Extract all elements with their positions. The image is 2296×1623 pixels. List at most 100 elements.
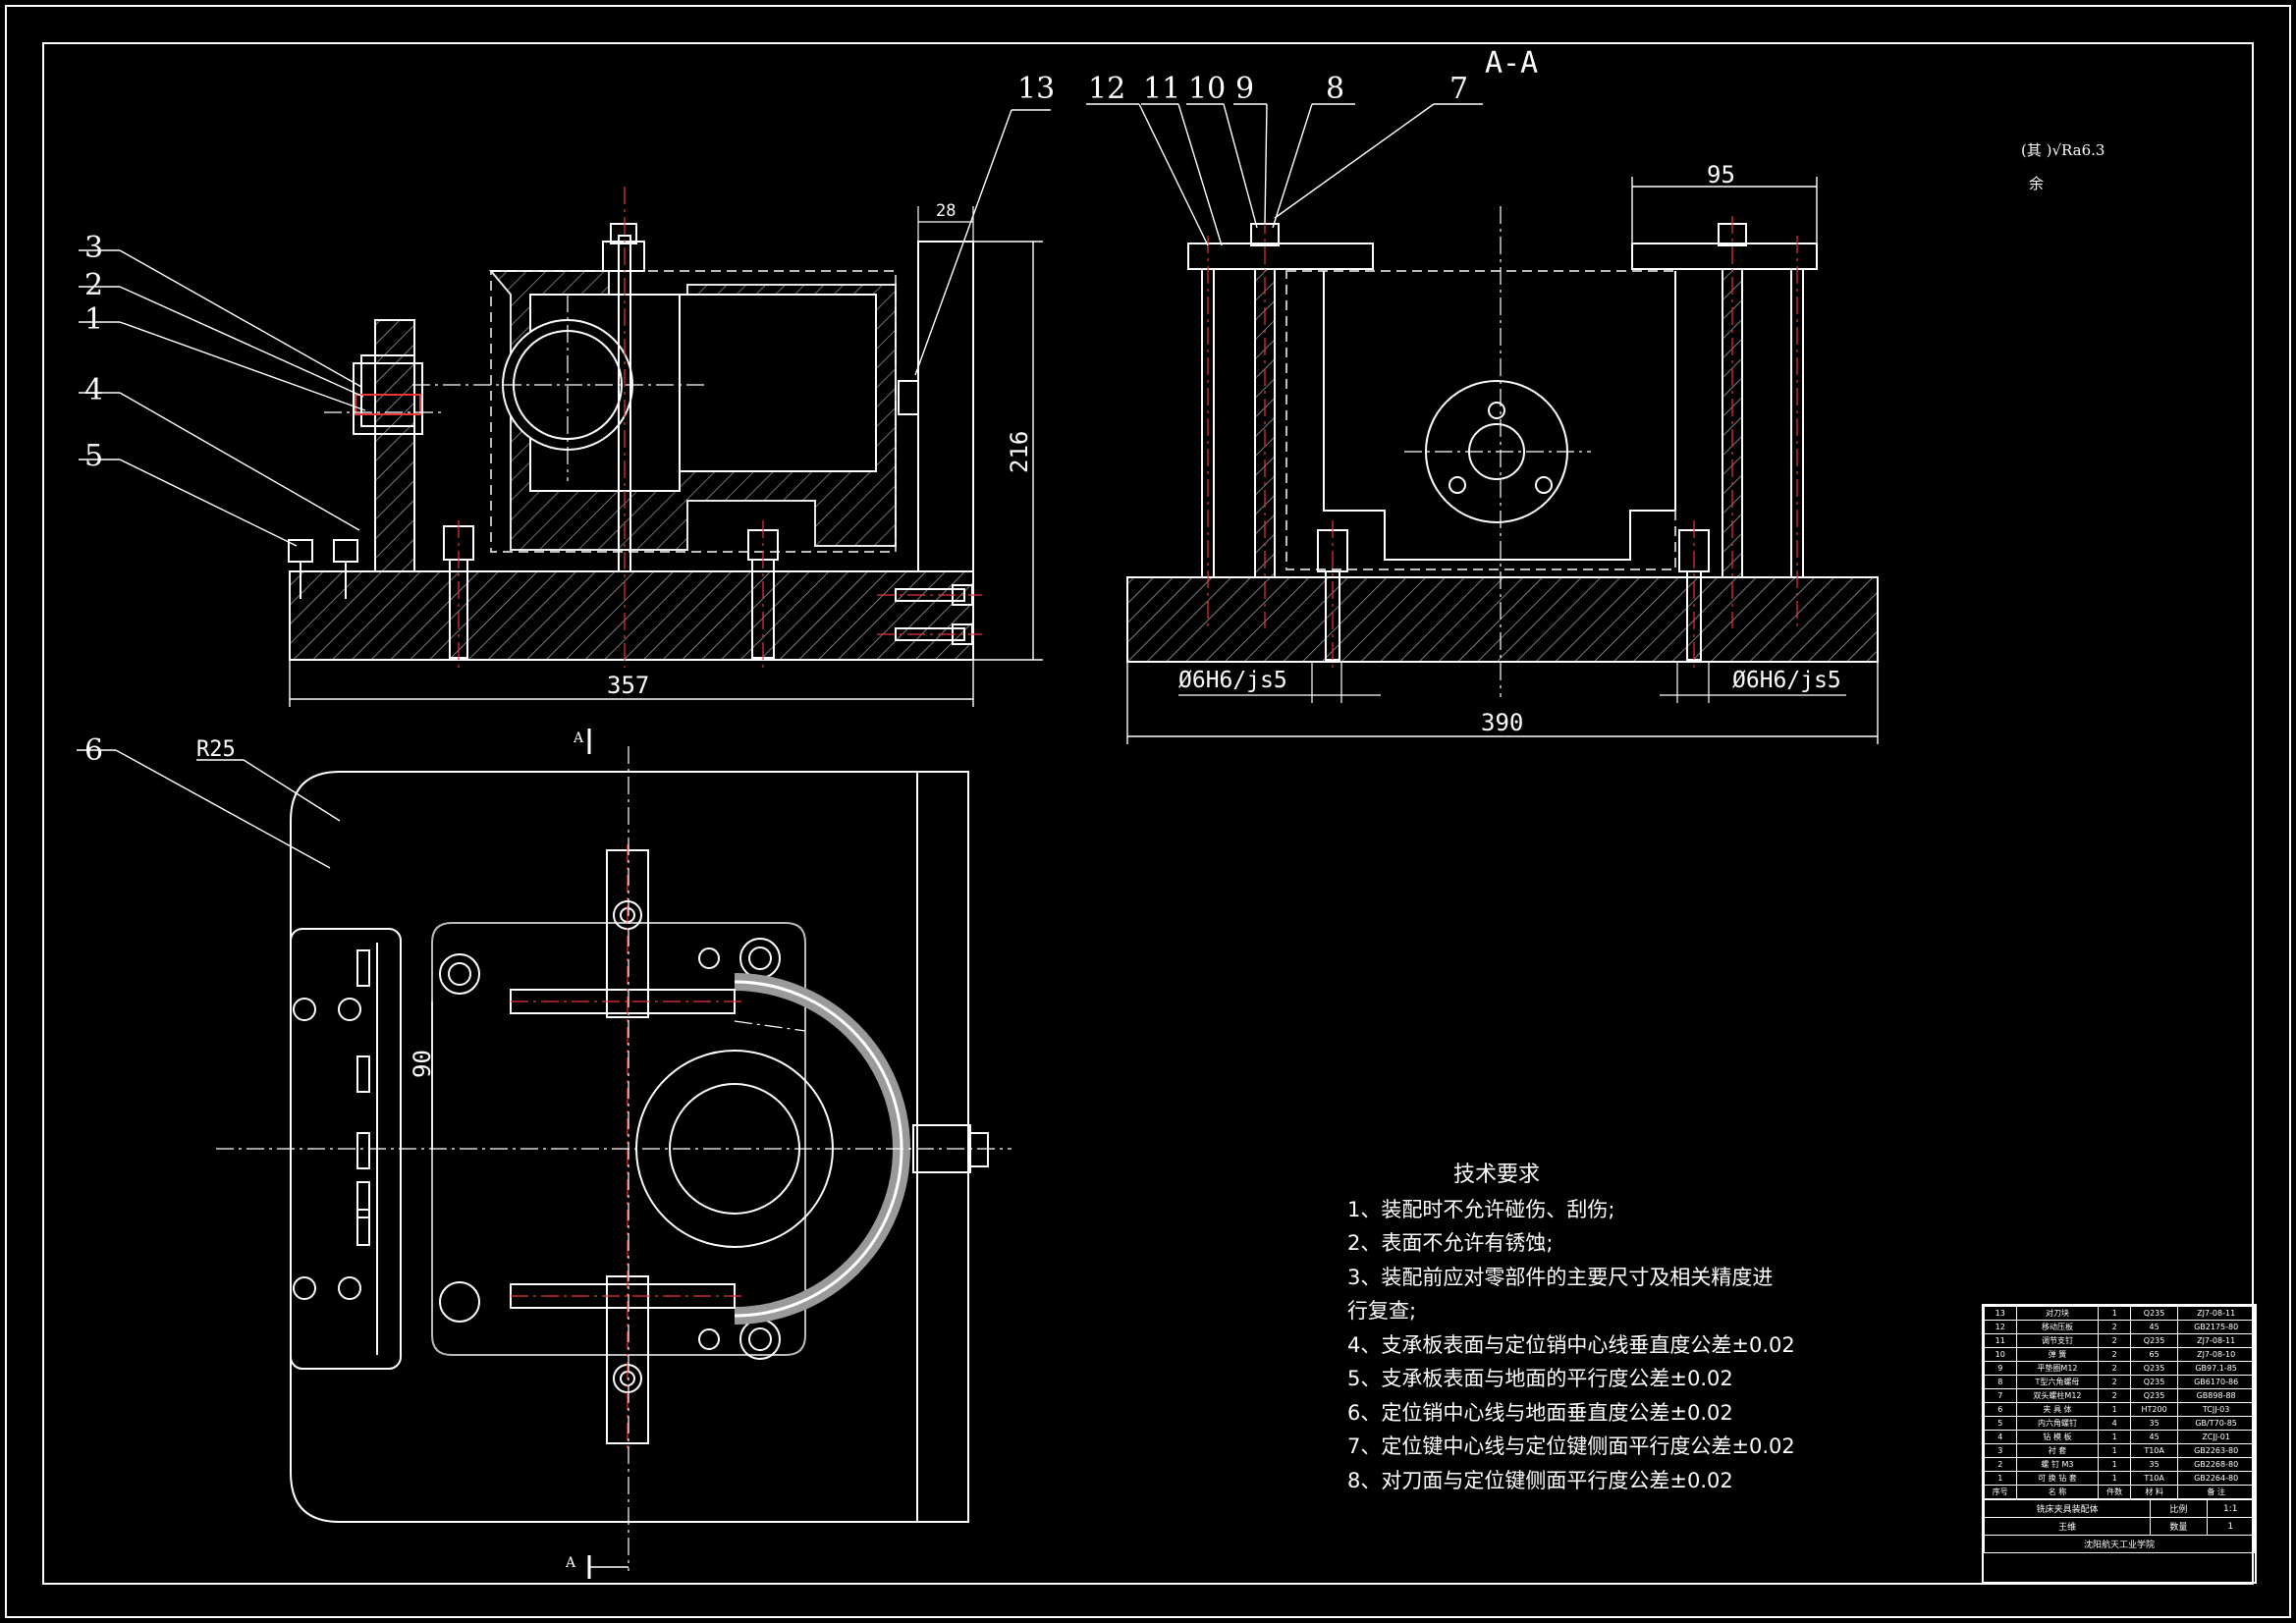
- dim-390: 390: [1481, 709, 1523, 736]
- bom-cell: 35: [2129, 1416, 2179, 1431]
- bom-cell: 2: [2098, 1361, 2131, 1376]
- bom-cell: GB/T70-85: [2177, 1416, 2255, 1431]
- bom-cell: 件数: [2098, 1485, 2131, 1499]
- bom-cell: 2: [2098, 1320, 2131, 1334]
- section-mark-top: A: [573, 730, 584, 746]
- title-block-cell: 数量: [2150, 1517, 2208, 1536]
- bom-cell: T10A: [2129, 1471, 2179, 1486]
- bom-cell: 名 称: [2015, 1485, 2100, 1499]
- bom-cell: 2: [2098, 1347, 2131, 1362]
- title-block: 铣床夹具装配体 比例 1:1 王维 数量 1 沈阳航天工业学院: [1983, 1499, 2255, 1553]
- bom-cell: Q235: [2129, 1388, 2179, 1403]
- bom-cell: ZJ7-08-11: [2177, 1306, 2255, 1321]
- bom-cell: 8: [1984, 1375, 2017, 1389]
- bom-cell: 夹 具 体: [2015, 1402, 2100, 1417]
- balloon-12: 12: [1088, 72, 1125, 106]
- title-block-cell: 沈阳航天工业学院: [1984, 1535, 2255, 1553]
- tech-item: 5、支承板表面与地面的平行度公差±0.02: [1347, 1367, 1733, 1390]
- bom-cell: 6: [1984, 1402, 2017, 1417]
- bom-cell: 5: [1984, 1416, 2017, 1431]
- bom-cell: 对刀块: [2015, 1306, 2100, 1321]
- balloon-8: 8: [1326, 72, 1344, 106]
- bom-cell: 3: [1984, 1443, 2017, 1458]
- bom-cell: 35: [2129, 1457, 2179, 1472]
- bom-cell: Q235: [2129, 1306, 2179, 1321]
- bom-cell: 调节支钉: [2015, 1333, 2100, 1348]
- bom-cell: 11: [1984, 1333, 2017, 1348]
- bom-cell: 1: [2098, 1402, 2131, 1417]
- bom-cell: 2: [2098, 1388, 2131, 1403]
- bom-cell: 1: [1984, 1471, 2017, 1486]
- section-view: [1086, 103, 1879, 744]
- dim-357: 357: [607, 672, 649, 699]
- bom-cell: HT200: [2129, 1402, 2179, 1417]
- bom-cell: 螺 钉 M3: [2015, 1457, 2100, 1472]
- bom-cell: Q235: [2129, 1333, 2179, 1348]
- bom-cell: 移动压板: [2015, 1320, 2100, 1334]
- tech-item: 7、定位键中心线与定位键侧面平行度公差±0.02: [1347, 1434, 1795, 1458]
- balloon-6: 6: [84, 733, 103, 768]
- dim-28: 28: [936, 201, 956, 221]
- balloon-4: 4: [84, 373, 103, 407]
- bom-cell: GB898-88: [2177, 1388, 2255, 1403]
- fit-label-left: Ø6H6/js5: [1178, 668, 1287, 693]
- title-block-cell: 1:1: [2206, 1499, 2255, 1518]
- bom-cell: GB2263-80: [2177, 1443, 2255, 1458]
- top-view-labels: 6 R25 90 A A: [84, 730, 584, 1571]
- tech-item: 2、表面不允许有锈蚀;: [1347, 1231, 1554, 1255]
- bom-cell: 双头螺柱M12: [2015, 1388, 2100, 1403]
- front-view-labels: 3 2 1 4 5 13 357 216 28: [84, 72, 1055, 699]
- bom-cell: 1: [2098, 1430, 2131, 1444]
- bom-cell: 平垫圈M12: [2015, 1361, 2100, 1376]
- bom-cell: 45: [2129, 1430, 2179, 1444]
- bom-cell: 1: [2098, 1306, 2131, 1321]
- title-block-cell: 1: [2206, 1517, 2255, 1536]
- bom-cell: 65: [2129, 1347, 2179, 1362]
- tech-item: 8、对刀面与定位键侧面平行度公差±0.02: [1347, 1468, 1733, 1492]
- bom-cell: Q235: [2129, 1361, 2179, 1376]
- bom-cell: 2: [1984, 1457, 2017, 1472]
- surface-roughness-note: (其 )√Ra6.3: [2021, 141, 2105, 159]
- bom-cell: 1: [2098, 1471, 2131, 1486]
- title-block-cell: 比例: [2150, 1499, 2208, 1518]
- tech-title: 技术要求: [1453, 1163, 1541, 1187]
- bom-cell: 12: [1984, 1320, 2017, 1334]
- balloon-13: 13: [1017, 72, 1055, 106]
- bom-cell: 4: [1984, 1430, 2017, 1444]
- bom-cell: GB2264-80: [2177, 1471, 2255, 1486]
- top-view: [77, 729, 1011, 1579]
- bom-cell: 1: [2098, 1443, 2131, 1458]
- front-view: [79, 109, 1051, 707]
- bom-cell: 钻 模 板: [2015, 1430, 2100, 1444]
- tech-item: 6、定位销中心线与地面垂直度公差±0.02: [1347, 1400, 1733, 1425]
- dim-216: 216: [1006, 431, 1033, 473]
- bom-cell: 7: [1984, 1388, 2017, 1403]
- dim-90: 90: [409, 1050, 436, 1078]
- balloon-2: 2: [84, 268, 103, 302]
- balloon-7: 7: [1449, 72, 1468, 106]
- section-mark-bottom: A: [565, 1555, 576, 1571]
- bom-cell: 备 注: [2177, 1485, 2255, 1499]
- bom-cell: 序号: [1984, 1485, 2017, 1499]
- bom-cell: GB2268-80: [2177, 1457, 2255, 1472]
- bom-cell: 2: [2098, 1333, 2131, 1348]
- view-title-a-a: A-A: [1485, 46, 1538, 81]
- bom-cell: 10: [1984, 1347, 2017, 1362]
- title-block-cell: 铣床夹具装配体: [1983, 1499, 2152, 1518]
- bom-cell: 45: [2129, 1320, 2179, 1334]
- bom-cell: TCJJ-03: [2177, 1402, 2255, 1417]
- bom-cell: 2: [2098, 1375, 2131, 1389]
- balloon-10: 10: [1188, 72, 1226, 106]
- bom-cell: T型六角螺母: [2015, 1375, 2100, 1389]
- outer-frame: [5, 5, 2291, 1618]
- bom-cell: 4: [2098, 1416, 2131, 1431]
